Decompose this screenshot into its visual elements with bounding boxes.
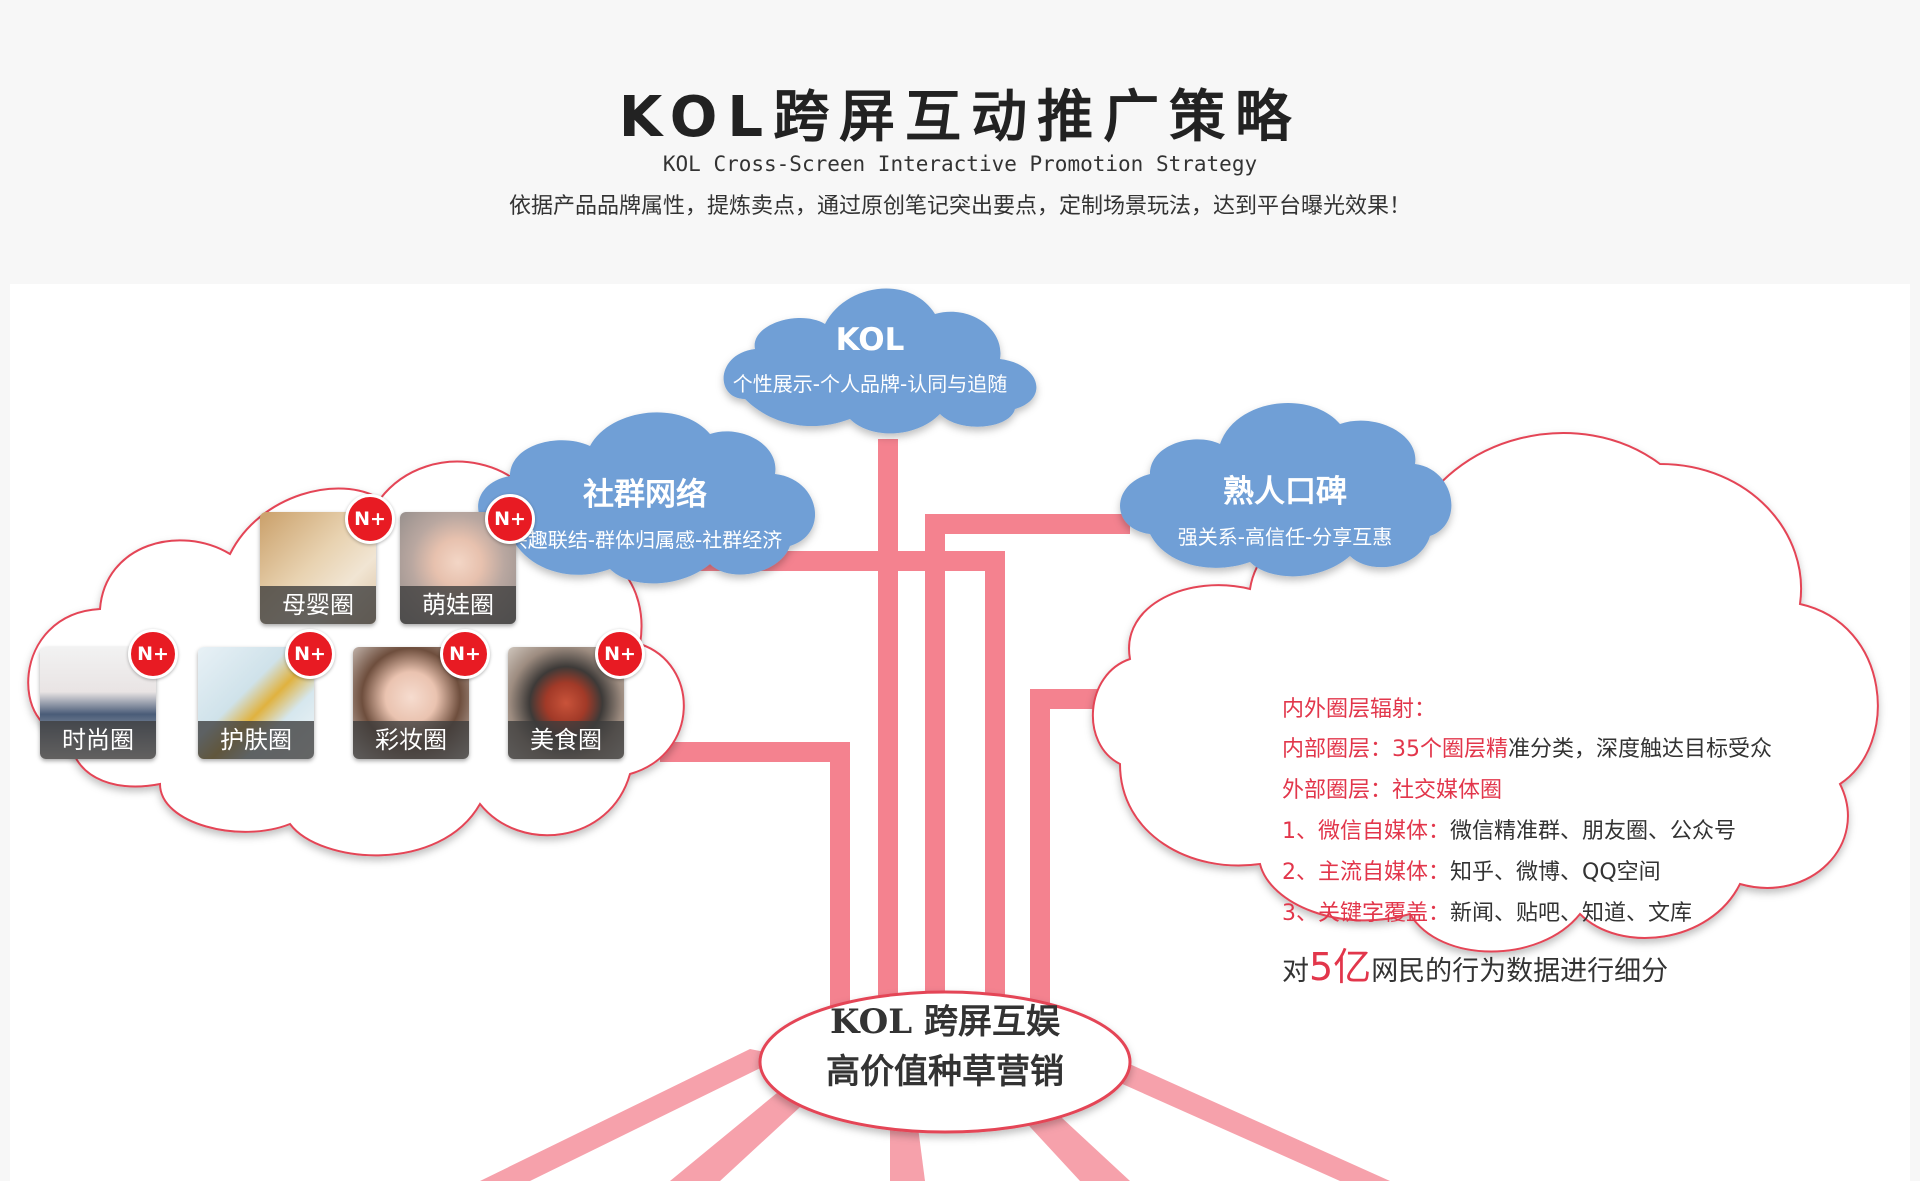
ray-1 — [480, 1049, 785, 1181]
outer-circle-label: 外部圈层：社交媒体圈 — [1282, 778, 1503, 803]
line-word-of-mouth — [925, 514, 1130, 1029]
summary-prefix: 对 — [1282, 956, 1309, 987]
inner-circle-line: 内部圈层：35个圈层精准分类，深度触达目标受众 — [1282, 731, 1772, 763]
circle-label: 时尚圈 — [40, 721, 156, 759]
page-header: KOL跨屏互动推广策略 KOL Cross-Screen Interactive… — [0, 0, 1920, 280]
community-cloud-shape — [478, 412, 816, 584]
line-left-circle — [660, 742, 850, 1029]
strategy-diagram: KOL 个性展示-个人品牌-认同与追随 社群网络 兴趣联结-群体归属感-社群经济… — [10, 284, 1910, 1181]
diagram-graphics — [27, 288, 1879, 1181]
ray-5 — [1055, 1044, 1390, 1181]
circle-card-fashion[interactable]: 时尚圈 — [40, 647, 156, 759]
chinese-description: 依据产品品牌属性，提炼卖点，通过原创笔记突出要点，定制场景玩法，达到平台曝光效果… — [508, 194, 1411, 219]
badge-n-plus: N+ — [285, 629, 335, 679]
channel-item-1: 1、微信自媒体：微信精准群、朋友圈、公众号 — [1282, 813, 1736, 845]
badge-n-plus: N+ — [345, 494, 395, 544]
summary-suffix: 网民的行为数据进行细分 — [1371, 956, 1669, 987]
summary-line: 对5亿网民的行为数据进行细分 — [1282, 936, 1668, 991]
circle-label: 美食圈 — [508, 721, 624, 759]
channel-label: 2、主流自媒体： — [1282, 860, 1450, 885]
community-cloud: 社群网络 兴趣联结-群体归属感-社群经济 — [475, 469, 815, 553]
page-title: KOL跨屏互动推广策略 — [618, 85, 1302, 150]
word-of-mouth-cloud-title: 熟人口碑 — [1223, 474, 1347, 510]
channel-label: 3、关键字覆盖： — [1282, 901, 1450, 926]
channel-text: 新闻、贴吧、知道、文库 — [1450, 901, 1693, 926]
word-of-mouth-cloud-subtitle: 强关系-高信任-分享互惠 — [1177, 525, 1393, 549]
kol-cloud-subtitle: 个性展示-个人品牌-认同与追随 — [732, 372, 1008, 396]
community-cloud-subtitle: 兴趣联结-群体归属感-社群经济 — [507, 528, 783, 552]
circle-label: 萌娃圈 — [400, 586, 516, 624]
english-subtitle: KOL Cross-Screen Interactive Promotion S… — [662, 152, 1258, 176]
word-of-mouth-cloud: 熟人口碑 强关系-高信任-分享互惠 — [1135, 466, 1435, 550]
kol-cloud-shape — [723, 288, 1037, 434]
channel-text: 微信精准群、朋友圈、公众号 — [1450, 819, 1737, 844]
badge-n-plus: N+ — [128, 629, 178, 679]
community-cloud-title: 社群网络 — [583, 477, 707, 513]
summary-number: 5亿 — [1309, 945, 1372, 989]
circle-label: 护肤圈 — [198, 721, 314, 759]
badge-n-plus: N+ — [440, 629, 490, 679]
channel-item-3: 3、关键字覆盖：新闻、贴吧、知道、文库 — [1282, 895, 1692, 927]
channel-label: 1、微信自媒体： — [1282, 819, 1450, 844]
circle-label: 母婴圈 — [260, 586, 376, 624]
inner-circle-label: 内部圈层：35个圈层精 — [1282, 737, 1508, 762]
channel-text: 知乎、微博、QQ空间 — [1450, 860, 1661, 885]
kol-cloud-title: KOL — [835, 322, 905, 358]
circle-label: 彩妆圈 — [353, 721, 469, 759]
word-of-mouth-cloud-shape — [1120, 402, 1452, 577]
center-line-2: 高价值种草营销 — [826, 1052, 1064, 1092]
center-line-1: KOL 跨屏互娱 — [830, 1002, 1060, 1042]
badge-n-plus: N+ — [595, 629, 645, 679]
kol-cloud: KOL 个性展示-个人品牌-认同与追随 — [715, 322, 1025, 397]
channel-item-2: 2、主流自媒体：知乎、微博、QQ空间 — [1282, 854, 1661, 886]
inner-circle-text: 准分类，深度触达目标受众 — [1508, 737, 1773, 762]
badge-n-plus: N+ — [485, 494, 535, 544]
center-ellipse — [758, 990, 1132, 1134]
radiation-heading: 内外圈层辐射： — [1282, 697, 1437, 722]
ray-2 — [670, 1074, 825, 1181]
